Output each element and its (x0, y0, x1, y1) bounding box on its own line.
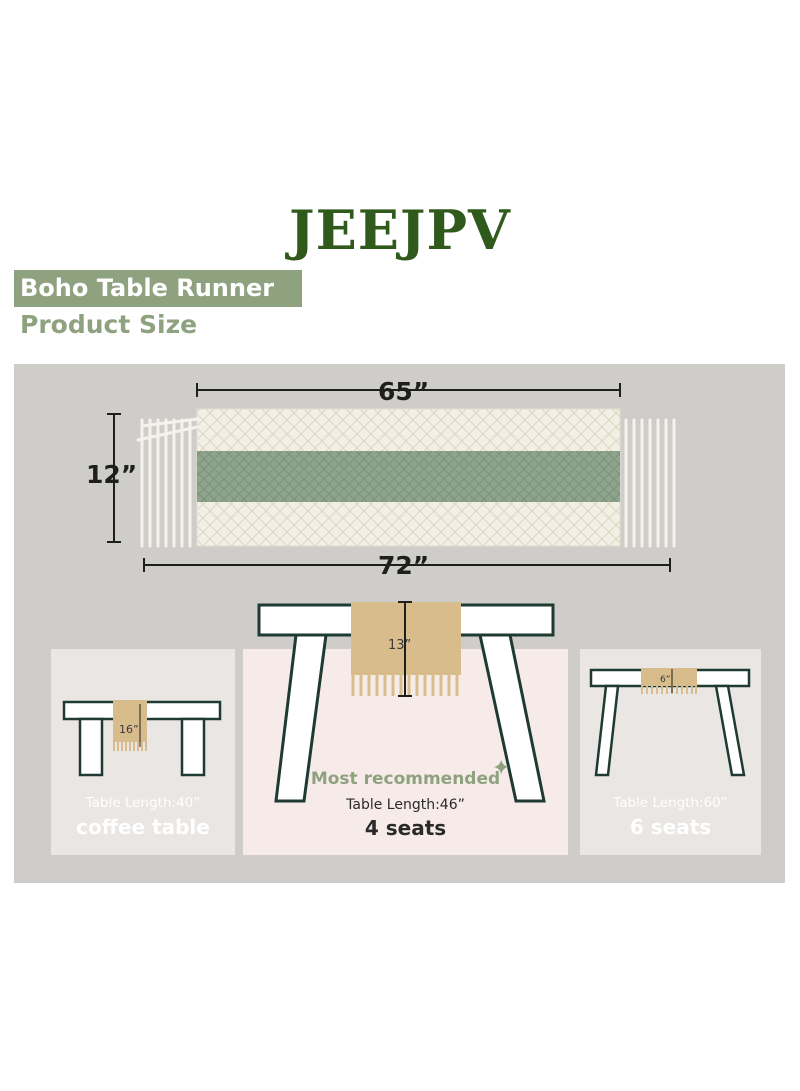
overhang-label: 13” (388, 638, 412, 653)
recommend-badge: Most recommended (310, 769, 501, 789)
table-type-label: coffee table (76, 815, 210, 839)
runner-overhang (113, 700, 147, 751)
runner-overhang (641, 668, 697, 694)
overhang-label: 6” (660, 675, 671, 685)
table-length: Table Length:60” (613, 795, 728, 811)
product-tag: Boho Table Runner (14, 270, 302, 307)
dimension-line-bottom (143, 558, 671, 572)
runner-icon (136, 408, 676, 548)
runner-overhang (351, 601, 461, 697)
card-six-seats: 6” Table Length:60” 6 seats (580, 649, 761, 855)
size-panel: 65” 12” 72” 16” Table Length:40” coffee … (14, 364, 785, 883)
dimension-line-height (107, 413, 121, 543)
overhang-label: 16” (119, 723, 139, 736)
card-coffee-table: 16” Table Length:40” coffee table (51, 649, 235, 855)
dimension-width-total: 72” (378, 551, 430, 580)
dimension-width-body: 65” (378, 377, 430, 406)
brand-logo: JEEJPV (289, 198, 511, 262)
dimension-line-top (196, 383, 621, 397)
table-icon (589, 668, 751, 777)
dimension-height: 12” (86, 460, 138, 489)
table-type-label: 6 seats (629, 815, 712, 839)
table-icon (62, 700, 222, 777)
runner-illustration (107, 383, 676, 572)
table-length: Table Length:40” (85, 795, 201, 811)
table-icon (257, 601, 555, 803)
sparkle-icon: ✦ (492, 756, 511, 781)
section-subtitle: Product Size (20, 310, 198, 339)
table-type-label: 4 seats (364, 816, 447, 840)
table-length: Table Length:46” (346, 797, 465, 813)
